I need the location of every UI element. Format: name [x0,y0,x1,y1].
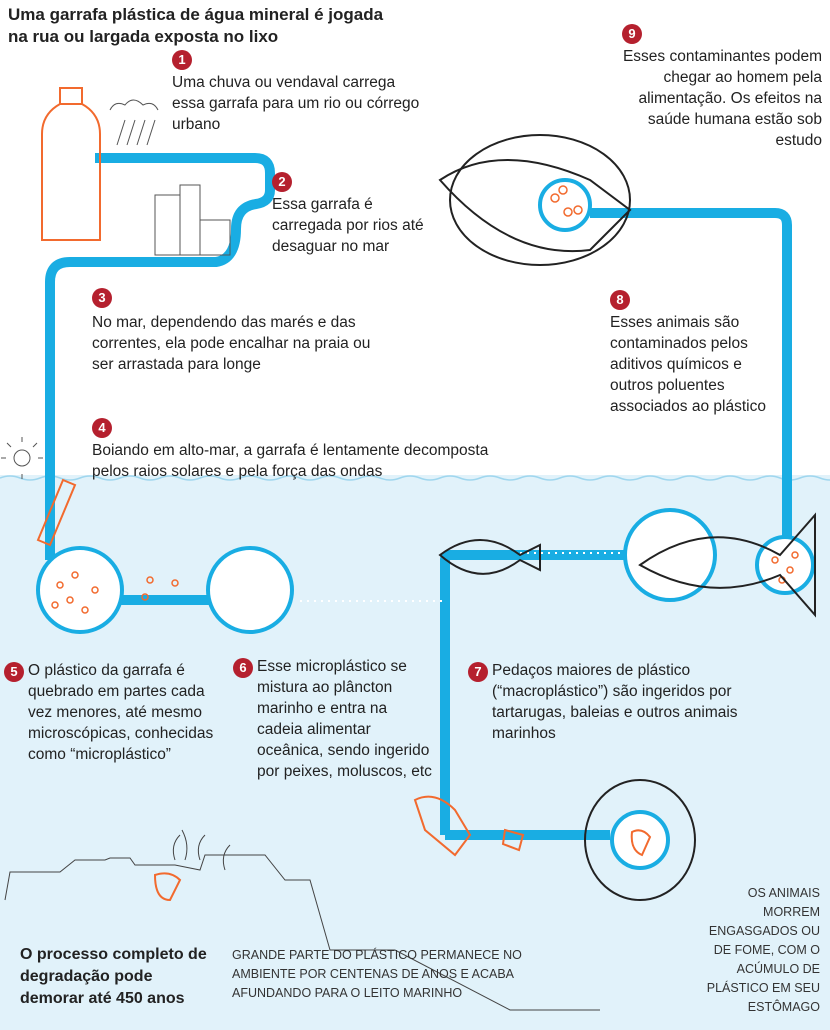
plankton-circle [206,546,294,634]
seaweed-icon [172,829,231,871]
step-text: Uma chuva ou vendaval carrega essa garra… [172,74,420,133]
turtle-plastic-icon [630,829,652,857]
plate-icon [449,134,631,266]
turtle-icon [584,779,696,901]
floating-bottle-icon [36,478,77,547]
step-text: Pedaços maiores de plástico (“macroplást… [492,662,738,742]
big-fish-icon [638,512,816,618]
plastic-bag-icon [413,795,472,857]
page-title: Uma garrafa plástica de água mineral é j… [8,5,384,46]
microplastic-particles [51,185,799,614]
step-badge: 5 [4,662,24,682]
step-text: No mar, dependendo das marés e das corre… [92,314,371,373]
bottle-icon [41,87,101,241]
process-duration-note: O processo completo de degradação pode d… [20,946,207,1007]
sea-surface-wave [0,475,830,481]
step-text: Essa garrafa é carregada por rios até de… [272,196,424,255]
step-badge: 3 [92,288,112,308]
city-buildings-icon [154,184,231,256]
seabed-outline [4,854,600,1011]
step-badge: 8 [610,290,630,310]
plastic-cup-icon [501,828,525,852]
animals-death-note: Os animais morrem engasgados ou de fome,… [706,886,820,1014]
fish-on-plate-icon [438,159,632,253]
sunken-plastic-icon [153,872,182,902]
step-badge: 7 [468,662,488,682]
turtle-stomach-circle [610,810,670,870]
fish-stomach-circle [755,535,815,595]
step-badge: 6 [233,658,253,678]
microplastic-circle [36,546,124,634]
rain-cloud-icon [109,99,159,146]
step-badge: 2 [272,172,292,192]
step-text: Boiando em alto-mar, a garrafa é lentame… [92,442,489,480]
step-badge: 4 [92,418,112,438]
step-text: Esses animais são contaminados pelos adi… [610,314,766,415]
step-badge: 1 [172,50,192,70]
step-3: 3 No mar, dependendo das marés e das corr… [92,288,392,375]
small-fish-icon [438,539,541,575]
plate-fish-circle [538,178,592,232]
sinking-note: Grande parte do plástico permanece no am… [232,948,522,1000]
sun-icon [1,437,43,479]
step-text: Esses contaminantes podem chegar ao home… [622,48,822,149]
microplastic-dots [300,552,630,602]
fish-eating-fish-circle [623,508,717,602]
step-badge: 9 [622,24,642,44]
step-text: Esse microplástico se mistura ao plâncto… [257,658,432,780]
step-text: O plástico da garrafa é quebrado em part… [28,662,214,763]
